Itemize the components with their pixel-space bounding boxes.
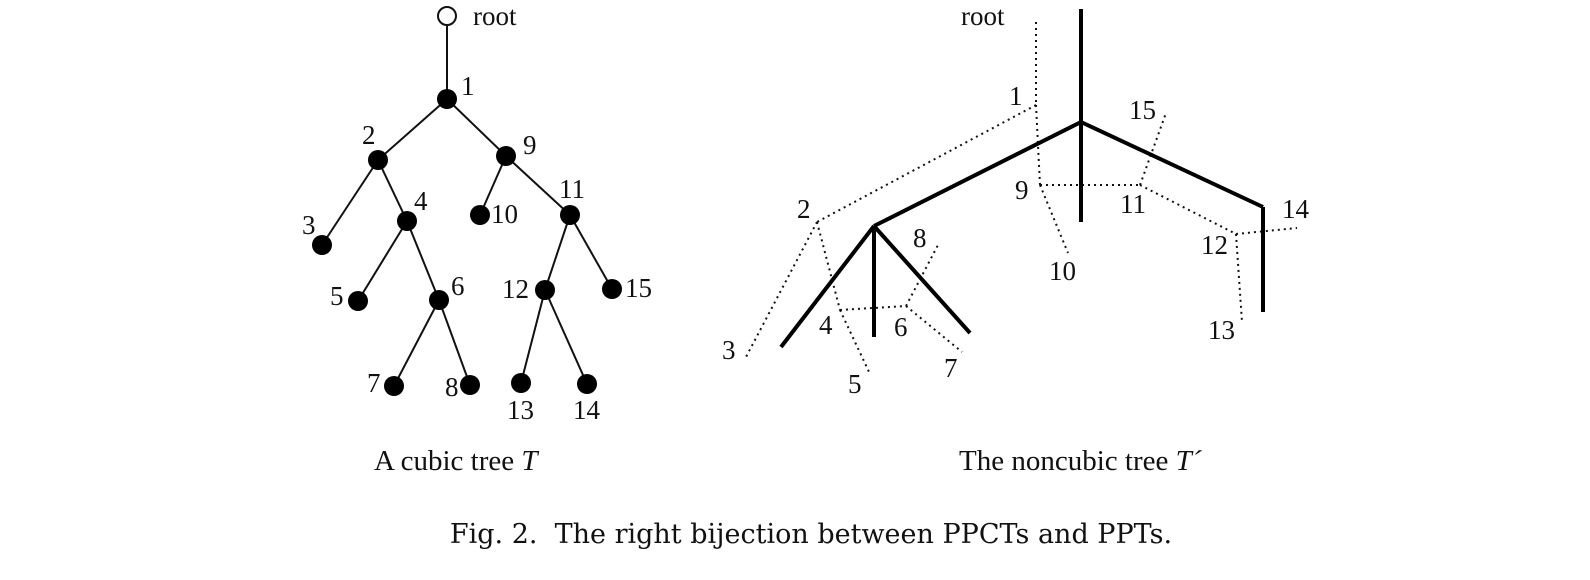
t-prime-root-label: root xyxy=(961,1,1005,31)
node-10 xyxy=(470,205,490,225)
node-label-8: 8 xyxy=(445,372,459,402)
t-prime-label-13: 13 xyxy=(1208,315,1235,345)
t-prime-label-9: 9 xyxy=(1015,175,1029,205)
t-prime-label-4: 4 xyxy=(819,310,833,340)
t-prime-label-14: 14 xyxy=(1282,194,1310,224)
node-label-3: 3 xyxy=(302,210,316,240)
t-prime-label-3: 3 xyxy=(722,335,736,365)
node-8 xyxy=(460,375,480,395)
t-prime-label-15: 15 xyxy=(1129,95,1156,125)
node-15 xyxy=(602,279,622,299)
node-11 xyxy=(560,205,580,225)
root-node xyxy=(437,6,457,26)
node-5 xyxy=(348,291,368,311)
root-label: root xyxy=(473,1,517,31)
node-label-11: 11 xyxy=(559,174,585,204)
node-label-4: 4 xyxy=(414,186,428,216)
node-7 xyxy=(384,376,404,396)
thick-noncubic-edges xyxy=(779,9,1265,349)
node-label-5: 5 xyxy=(330,281,344,311)
dotted-cubic-edges xyxy=(745,22,1298,375)
t-prime-label-8: 8 xyxy=(913,223,927,253)
node-6 xyxy=(429,290,449,310)
node-12 xyxy=(535,280,555,300)
cubic-tree-caption: A cubic tree T xyxy=(374,445,539,477)
node-label-13: 13 xyxy=(507,395,534,425)
noncubic-tree-caption: The noncubic tree T´ xyxy=(959,445,1203,477)
node-label-10: 10 xyxy=(491,199,518,229)
node-label-6: 6 xyxy=(451,271,465,301)
node-2 xyxy=(368,150,388,170)
t-prime-label-6: 6 xyxy=(894,312,908,342)
node-label-14: 14 xyxy=(573,395,601,425)
node-label-1: 1 xyxy=(461,71,475,101)
node-label-12: 12 xyxy=(502,274,529,304)
figure-caption: Fig. 2. The right bijection between PPCT… xyxy=(450,519,1172,550)
noncubic-tree: root 1 2 3 4 5 6 7 8 9 10 11 12 13 14 15… xyxy=(722,1,1310,477)
t-prime-label-7: 7 xyxy=(944,353,958,383)
t-prime-label-12: 12 xyxy=(1201,230,1228,260)
node-label-7: 7 xyxy=(367,368,381,398)
t-prime-label-2: 2 xyxy=(797,194,811,224)
t-prime-label-5: 5 xyxy=(848,369,862,399)
node-label-9: 9 xyxy=(523,130,537,160)
t-prime-label-11: 11 xyxy=(1120,189,1146,219)
node-1 xyxy=(437,89,457,109)
t-prime-label-1: 1 xyxy=(1009,81,1023,111)
node-3 xyxy=(312,235,332,255)
t-prime-label-10: 10 xyxy=(1049,256,1076,286)
cubic-tree-edges xyxy=(321,26,613,387)
node-13 xyxy=(511,373,531,393)
node-14 xyxy=(577,374,597,394)
node-9 xyxy=(496,146,516,166)
node-label-15: 15 xyxy=(625,273,652,303)
cubic-tree: root 1 2 3 4 5 6 7 8 9 10 11 12 13 14 15… xyxy=(302,1,652,477)
node-label-2: 2 xyxy=(362,120,376,150)
node-4 xyxy=(397,211,417,231)
